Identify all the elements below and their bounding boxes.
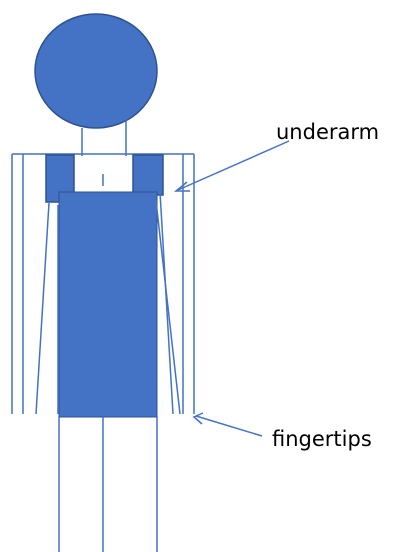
- fingertips-label: fingertips: [272, 429, 372, 450]
- torso-rectangle: [59, 192, 157, 417]
- underarm-label: underarm: [276, 122, 379, 143]
- head-circle: [35, 14, 157, 128]
- legs: [59, 417, 157, 552]
- fingertips-arrow: [194, 413, 262, 436]
- underarm-arrow: [176, 141, 289, 191]
- right-armhole-block: [133, 155, 163, 195]
